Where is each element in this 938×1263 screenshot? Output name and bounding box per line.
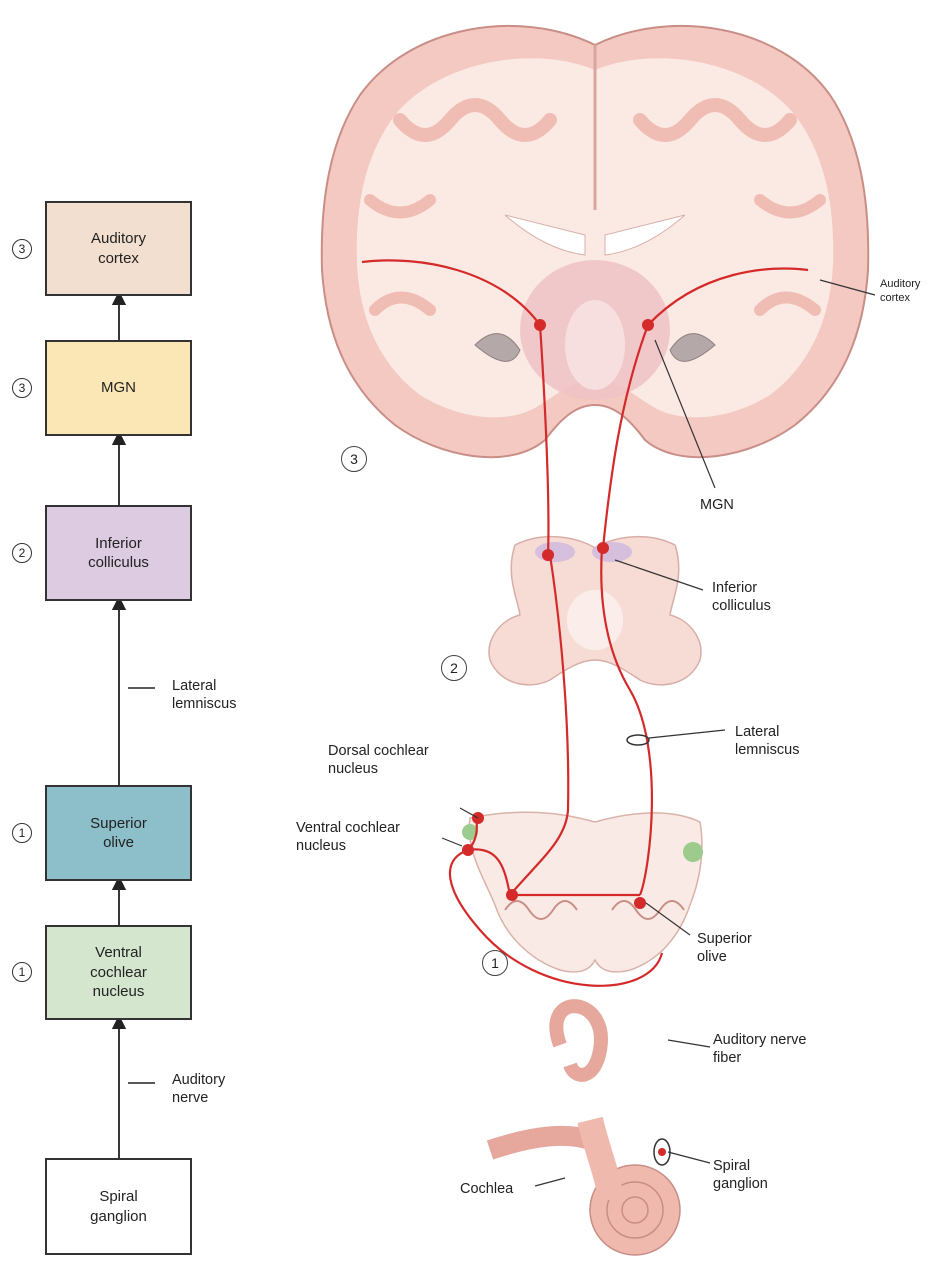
- label-auditory-cortex: Auditory cortex: [880, 278, 920, 306]
- label-superior-olive: Superior olive: [697, 930, 752, 966]
- level-marker-midbrain: 2: [441, 655, 467, 681]
- label-auditory-nerve-fiber: Auditory nerve fiber: [713, 1031, 807, 1067]
- level-marker-medulla: 1: [482, 950, 508, 976]
- label-inferior-colliculus: Inferior colliculus: [712, 579, 771, 615]
- brain-coronal-section: [322, 26, 868, 457]
- cochlea-drawing: [490, 1006, 680, 1255]
- lateral-lemniscus-oval: [627, 735, 649, 745]
- midbrain-section: [489, 537, 701, 685]
- label-ventral-cochlear-nucleus: Ventral cochlear nucleus: [296, 819, 400, 855]
- label-dorsal-cochlear-nucleus: Dorsal cochlear nucleus: [328, 742, 429, 778]
- level-marker-brain: 3: [341, 446, 367, 472]
- label-cochlea: Cochlea: [460, 1180, 513, 1198]
- label-lateral-lemniscus: Lateral lemniscus: [735, 723, 799, 759]
- label-mgn: MGN: [700, 496, 734, 514]
- label-spiral-ganglion: Spiral ganglion: [713, 1157, 768, 1193]
